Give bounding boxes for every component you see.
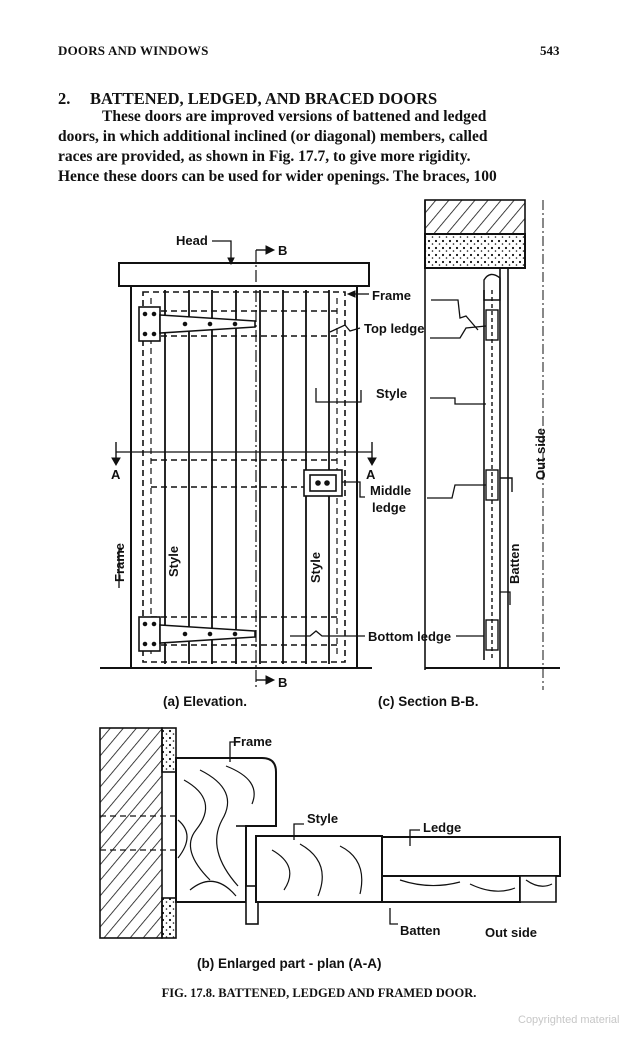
label-head: Head — [176, 233, 208, 248]
label-out-side: Out side — [533, 428, 548, 480]
body-paragraph: These doors are improved versions of bat… — [58, 107, 578, 187]
top-hinge — [138, 306, 256, 342]
figure-caption: FIG. 17.8. BATTENED, LEDGED AND FRAMED D… — [161, 986, 477, 1000]
label-frame: Frame — [372, 288, 411, 303]
plan-leaders — [229, 741, 420, 925]
label-plan-batten: Batten — [400, 923, 441, 938]
plan-drawing — [99, 727, 561, 939]
label-a-left: A — [111, 467, 121, 482]
elevation-leaders — [118, 240, 369, 637]
label-a-right: A — [366, 467, 376, 482]
bottom-hinge — [138, 616, 256, 652]
elevation-drawing — [100, 240, 377, 690]
label-style: Style — [376, 386, 407, 401]
section-wall-hatch — [424, 199, 526, 235]
label-middle: Middle — [370, 483, 411, 498]
plan-wall-hatch — [99, 727, 163, 939]
page-number: 543 — [540, 43, 560, 58]
plan-batten-section — [381, 875, 521, 903]
label-b-bottom: B — [278, 675, 287, 690]
section-title: BATTENED, LEDGED, AND BRACED DOORS — [90, 89, 438, 108]
label-ledge: ledge — [372, 500, 406, 515]
label-plan-frame: Frame — [233, 734, 272, 749]
label-top-ledge: Top ledge — [364, 321, 424, 336]
label-style-left: Style — [166, 546, 181, 577]
door-lock — [303, 469, 343, 497]
label-bottom-ledge: Bottom ledge — [368, 629, 451, 644]
label-frame-vertical: Frame — [112, 543, 127, 582]
paragraph-line: doors, in which additional inclined (or … — [58, 128, 488, 145]
label-style-right: Style — [308, 552, 323, 583]
label-plan-ledge: Ledge — [423, 820, 461, 835]
section-lintel — [424, 233, 526, 269]
paragraph-line: These doors are improved versions of bat… — [102, 108, 487, 125]
section-heading: 2. BATTENED, LEDGED, AND BRACED DOORS — [58, 89, 437, 109]
caption-plan: (b) Enlarged part - plan (A-A) — [197, 956, 382, 971]
shutter-outline — [142, 291, 346, 663]
paragraph-line: Hence these doors can be used for wider … — [58, 168, 497, 185]
caption-section: (c) Section B-B. — [378, 694, 479, 709]
label-plan-outside: Out side — [485, 925, 537, 940]
label-batten: Batten — [507, 543, 522, 584]
label-plan-style: Style — [307, 811, 338, 826]
watermark: Copyrighted material — [518, 1014, 620, 1026]
section-number: 2. — [58, 89, 71, 108]
head-member — [118, 262, 370, 287]
plan-ledge-section — [381, 836, 561, 877]
section-drawing — [424, 199, 560, 690]
running-header: DOORS AND WINDOWS — [58, 43, 209, 58]
label-b-top: B — [278, 243, 287, 258]
door-figure: Head B B Frame Top ledge Style A A Middl… — [99, 199, 561, 971]
caption-elevation: (a) Elevation. — [163, 694, 247, 709]
paragraph-line: races are provided, as shown in Fig. 17.… — [58, 148, 471, 165]
section-ledges — [485, 309, 499, 651]
section-leaders — [427, 299, 511, 637]
